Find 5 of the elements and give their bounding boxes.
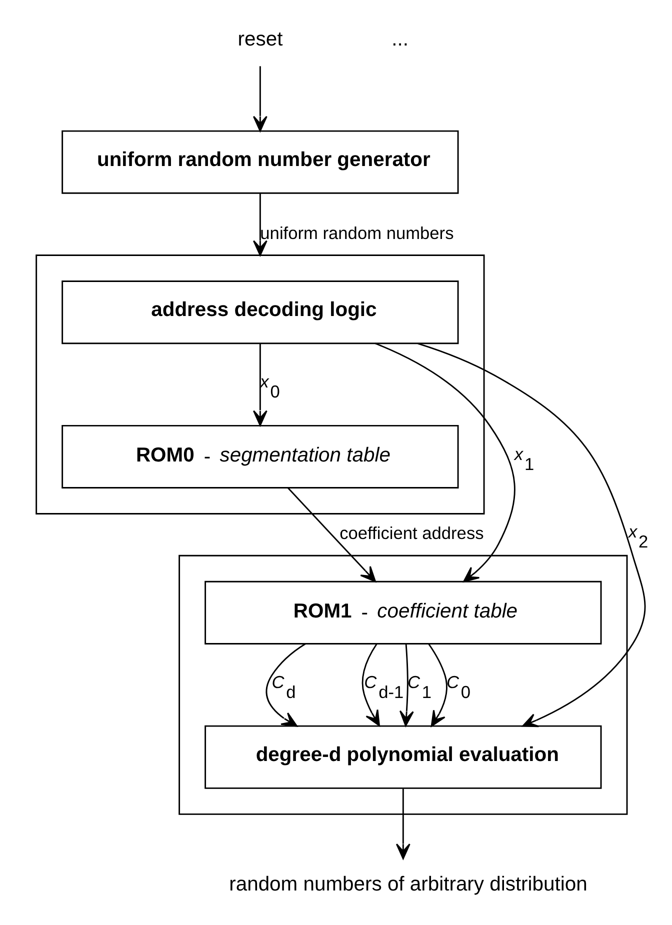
node-text: reset bbox=[238, 28, 283, 50]
label: ... bbox=[392, 28, 408, 50]
edge-label: coefficient address bbox=[340, 523, 484, 544]
node-text: random numbers of arbitrary distribution bbox=[229, 873, 588, 896]
edge-label: uniform random numbers bbox=[260, 222, 454, 243]
